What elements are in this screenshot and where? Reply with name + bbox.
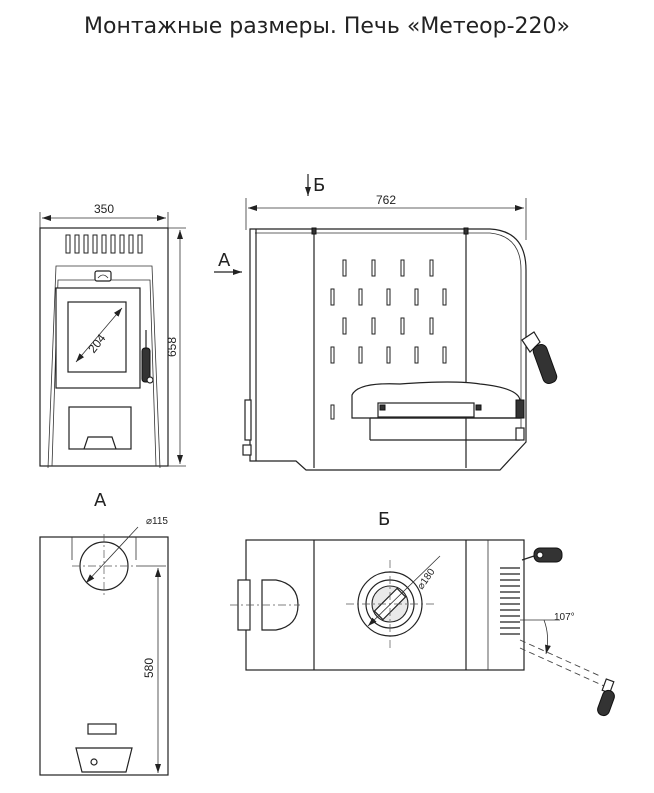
side-length-label: 762 [376, 193, 396, 207]
side-vents [330, 259, 447, 420]
rating-plate [87, 723, 117, 735]
view-a-caption: А [94, 490, 107, 511]
door-handle-icon [141, 330, 154, 384]
page-title: Монтажные размеры. Печь «Метеор-220» [84, 14, 570, 39]
view-b-caption: Б [378, 509, 390, 530]
front-vents [65, 234, 143, 254]
front-height-label: 658 [165, 337, 179, 357]
view-b-handle-icon [521, 547, 563, 563]
view-b: Б ⌀180 [230, 509, 615, 717]
rear-fins [500, 567, 520, 635]
section-a-marker: А [218, 250, 231, 271]
section-b-marker: Б [313, 175, 325, 196]
logo-badge [94, 270, 112, 282]
pipe-diameter-115: ⌀115 [146, 516, 168, 527]
ash-drawer [68, 406, 132, 450]
swung-handle-icon [597, 678, 615, 717]
angle-label: 107° [554, 612, 575, 623]
side-view: Б А 762 [214, 174, 558, 471]
front-width-label: 350 [94, 202, 114, 216]
side-handle-icon [521, 331, 558, 384]
front-view: 350 204 [39, 202, 186, 469]
pipe-height-label: 580 [142, 658, 156, 678]
view-a: А ⌀115 580 [39, 490, 169, 776]
view-a-drawer [75, 747, 133, 773]
